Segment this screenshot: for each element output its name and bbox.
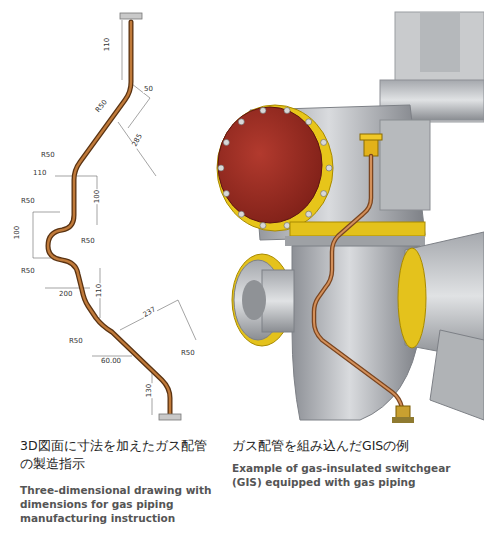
dimension: 237 [142, 305, 159, 319]
dimension: 50 [143, 86, 154, 93]
dimension: 130 [147, 382, 154, 397]
dimension-lines [33, 20, 196, 415]
dimension: 110 [97, 282, 104, 297]
dimension: 100 [15, 224, 22, 239]
cover-bolts [218, 107, 332, 228]
dimension: 200 [58, 291, 73, 298]
caption-ja: ガス配管を組み込んだGISの例 [232, 437, 477, 455]
caption-en: Three-dimensional drawing with dimension… [20, 483, 218, 526]
dimension: 110 [32, 170, 47, 177]
bend-radius: R50 [94, 98, 110, 115]
dimension: 285 [131, 132, 145, 149]
pipe-drawing [33, 13, 196, 420]
dimension: 110 [105, 36, 112, 51]
gis-photo [217, 12, 484, 423]
bend-radius: R50 [20, 198, 36, 205]
caption-ja: 3D図面に寸法を加えたガス配管の製造指示 [20, 437, 215, 473]
caption-en: Example of gas-insulated switchgear (GIS… [232, 461, 477, 489]
bend-radius: R50 [20, 268, 36, 275]
bend-radius: R50 [68, 338, 84, 345]
dimension: 100 [95, 188, 102, 203]
bend-radius: R50 [80, 238, 96, 245]
bend-radius: R50 [180, 350, 196, 357]
dimension: 60.00 [100, 358, 122, 365]
bend-radius: R50 [40, 152, 56, 159]
